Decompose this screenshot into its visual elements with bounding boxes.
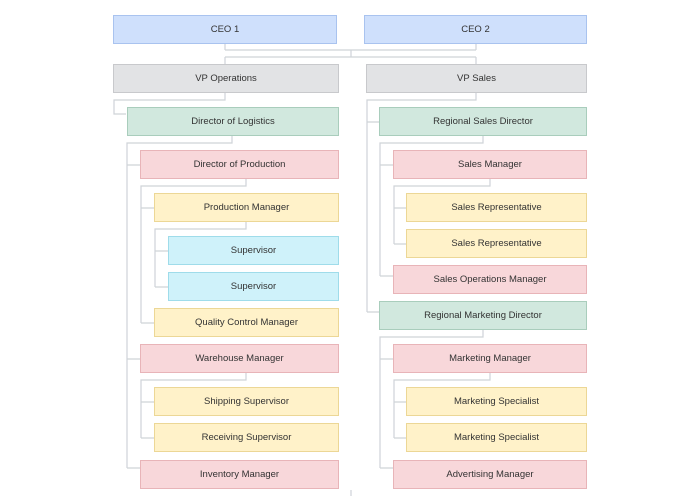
node-sales-representative-1[interactable]: Sales Representative xyxy=(406,193,587,222)
node-label: Production Manager xyxy=(203,202,290,213)
node-label: Regional Marketing Director xyxy=(424,310,542,321)
node-vp-operations[interactable]: VP Operations xyxy=(113,64,339,93)
node-receiving-supervisor[interactable]: Receiving Supervisor xyxy=(154,423,339,452)
node-label: Marketing Manager xyxy=(449,353,531,364)
node-ceo-2[interactable]: CEO 2 xyxy=(364,15,587,44)
node-director-of-logistics[interactable]: Director of Logistics xyxy=(127,107,339,136)
node-label: Sales Representative xyxy=(451,238,542,249)
node-marketing-specialist-2[interactable]: Marketing Specialist xyxy=(406,423,587,452)
node-label: Supervisor xyxy=(230,281,277,292)
node-label: Regional Sales Director xyxy=(433,116,533,127)
node-sales-representative-2[interactable]: Sales Representative xyxy=(406,229,587,258)
node-label: CEO 2 xyxy=(461,24,490,35)
node-sales-manager[interactable]: Sales Manager xyxy=(393,150,587,179)
node-supervisor-2[interactable]: Supervisor xyxy=(168,272,339,301)
node-label: VP Sales xyxy=(457,73,496,84)
node-marketing-specialist-1[interactable]: Marketing Specialist xyxy=(406,387,587,416)
node-label: Shipping Supervisor xyxy=(203,396,290,407)
node-label: Director of Production xyxy=(193,159,286,170)
node-vp-sales[interactable]: VP Sales xyxy=(366,64,587,93)
node-marketing-manager[interactable]: Marketing Manager xyxy=(393,344,587,373)
node-label: Advertising Manager xyxy=(446,469,534,480)
node-label: Supervisor xyxy=(230,245,277,256)
node-label: VP Operations xyxy=(195,73,257,84)
node-regional-sales-director[interactable]: Regional Sales Director xyxy=(379,107,587,136)
node-label: Quality Control Manager xyxy=(195,317,298,328)
node-regional-marketing-director[interactable]: Regional Marketing Director xyxy=(379,301,587,330)
node-supervisor-1[interactable]: Supervisor xyxy=(168,236,339,265)
node-production-manager[interactable]: Production Manager xyxy=(154,193,339,222)
node-ceo-1[interactable]: CEO 1 xyxy=(113,15,337,44)
node-label: CEO 1 xyxy=(210,24,240,35)
node-warehouse-manager[interactable]: Warehouse Manager xyxy=(140,344,339,373)
node-shipping-supervisor[interactable]: Shipping Supervisor xyxy=(154,387,339,416)
node-label: Warehouse Manager xyxy=(195,353,284,364)
node-label: Sales Manager xyxy=(458,159,522,170)
node-advertising-manager[interactable]: Advertising Manager xyxy=(393,460,587,489)
node-label: Director of Logistics xyxy=(191,116,275,127)
node-label: Receiving Supervisor xyxy=(201,432,292,443)
node-inventory-manager[interactable]: Inventory Manager xyxy=(140,460,339,489)
node-label: Marketing Specialist xyxy=(453,396,539,407)
node-label: Marketing Specialist xyxy=(453,432,539,443)
node-label: Sales Representative xyxy=(451,202,542,213)
node-quality-control-manager[interactable]: Quality Control Manager xyxy=(154,308,339,337)
node-label: Inventory Manager xyxy=(199,469,280,480)
node-label: Sales Operations Manager xyxy=(433,274,547,285)
node-sales-operations-manager[interactable]: Sales Operations Manager xyxy=(393,265,587,294)
node-director-of-production[interactable]: Director of Production xyxy=(140,150,339,179)
